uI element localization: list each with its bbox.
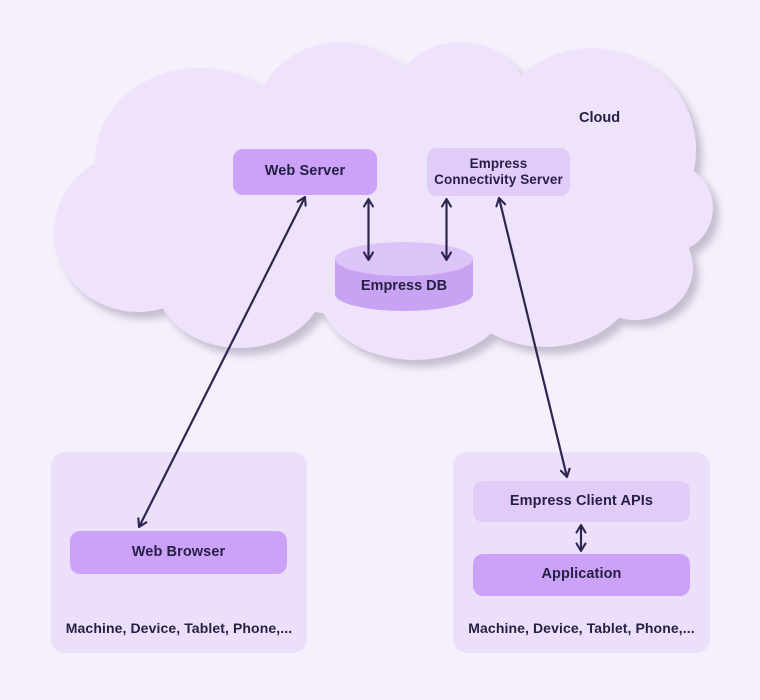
arrow-connectivity-server-client-apis [495,196,571,479]
cloud-shape [54,42,713,360]
node-application: Application [473,554,690,596]
cloud-label: Cloud [579,110,621,126]
node-connectivity-server-label: Empress Connectivity Server [434,155,563,187]
db-cylinder [335,242,473,311]
node-client-apis-label: Empress Client APIs [509,492,654,509]
node-connectivity-server: Empress Connectivity Server [427,148,570,196]
node-empress-db-label: Empress DB [360,278,448,294]
node-web-server: Web Server [233,149,377,195]
devices-caption-right: Machine, Device, Tablet, Phone,... [468,620,695,636]
node-client-apis: Empress Client APIs [473,481,690,522]
node-web-browser-label: Web Browser [131,543,226,560]
node-web-server-label: Web Server [264,163,346,180]
node-application-label: Application [541,566,622,583]
devices-caption-left: Machine, Device, Tablet, Phone,... [65,620,293,636]
node-web-browser: Web Browser [70,531,287,574]
